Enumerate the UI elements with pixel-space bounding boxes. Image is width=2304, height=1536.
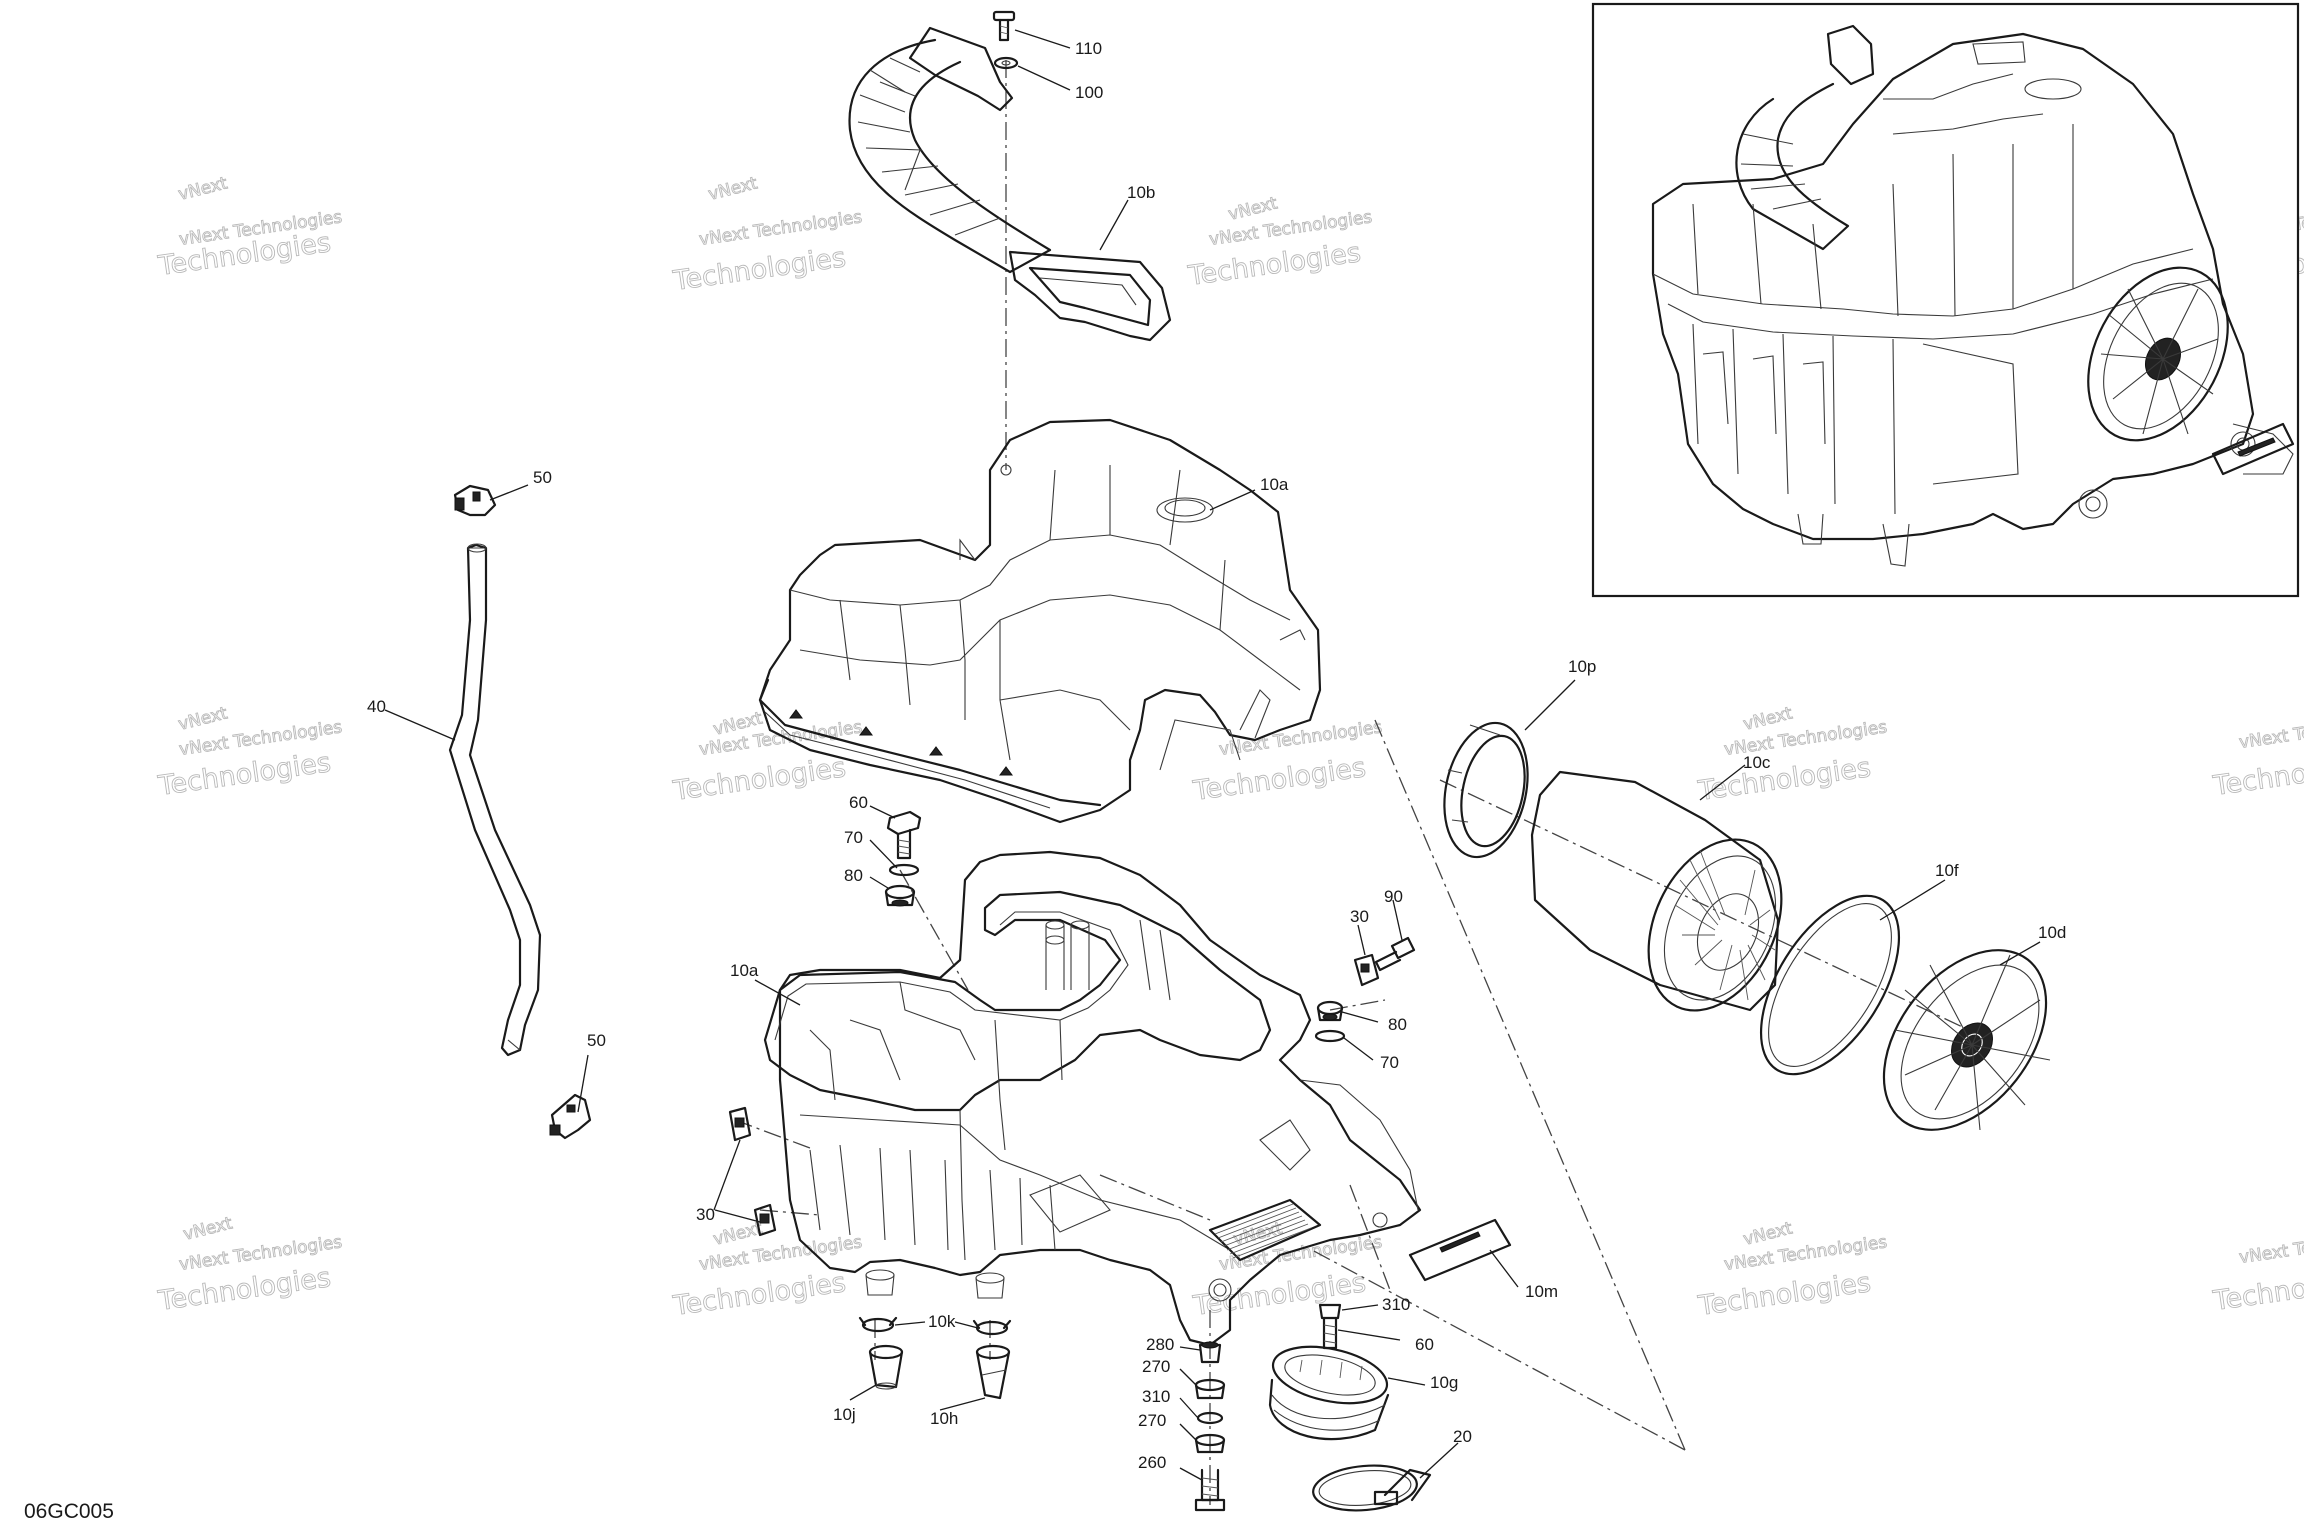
callout-30-left: 30 (696, 1205, 715, 1224)
watermark: vNext vNext Technologies Technologies (1695, 703, 1889, 808)
watermark: vNext Technologies Technologies (2210, 1225, 2304, 1318)
callout-80-left: 80 (844, 866, 863, 885)
clamp-10k-a (858, 1316, 898, 1333)
filter-seal-10p (1443, 721, 1529, 859)
watermark: vNext Technologies Technologies (1190, 717, 1384, 808)
leader-lines (384, 29, 2041, 1481)
screw-60-left (886, 810, 922, 860)
callout-100: 100 (1075, 83, 1103, 102)
svg-text:vNext: vNext (176, 173, 229, 205)
svg-text:Technologies: Technologies (2211, 1262, 2304, 1317)
hose-clamp-50-bottom (549, 1093, 592, 1140)
callout-70-left: 70 (844, 828, 863, 847)
callout-10d: 10d (2038, 923, 2066, 942)
svg-text:Technologies: Technologies (1191, 752, 1368, 807)
filter-cover-10d (1882, 949, 2051, 1131)
callout-40: 40 (367, 697, 386, 716)
svg-text:Technologies: Technologies (671, 1267, 848, 1322)
air-box-base-10a (763, 850, 1422, 1347)
svg-text:vNext: vNext (706, 173, 759, 205)
hose-clamp-50-top (453, 484, 497, 517)
svg-text:vNext: vNext (176, 703, 229, 735)
screw-110 (992, 10, 1016, 42)
svg-text:vNext: vNext (1226, 193, 1279, 225)
svg-text:vNext Technologies: vNext Technologies (2238, 710, 2304, 753)
drain-valve-10h (975, 1344, 1011, 1400)
callout-10c: 10c (1743, 753, 1771, 772)
callout-280: 280 (1146, 1335, 1174, 1354)
callout-50-bottom: 50 (587, 1031, 606, 1050)
svg-text:vNext: vNext (181, 1213, 234, 1245)
callout-10b: 10b (1127, 183, 1155, 202)
callout-80-right: 80 (1388, 1015, 1407, 1034)
callout-260: 260 (1138, 1453, 1166, 1472)
svg-text:Technologies: Technologies (1696, 1267, 1873, 1322)
callout-10g: 10g (1430, 1373, 1458, 1392)
watermark: vNext vNext Technologies Technologies (1185, 193, 1374, 293)
callout-10a-top: 10a (1260, 475, 1289, 494)
clip-30-left-a (728, 1106, 752, 1142)
svg-text:Technologies: Technologies (1696, 752, 1873, 807)
watermark: vNext vNext Technologies Technologies (155, 703, 344, 803)
drain-valve-10j (868, 1344, 904, 1390)
washer-70-left (888, 863, 920, 877)
svg-text:Technologies: Technologies (2211, 747, 2304, 802)
screw-60-right (1318, 1303, 1342, 1350)
callout-10p: 10p (1568, 657, 1596, 676)
callout-90: 90 (1384, 887, 1403, 906)
watermark: vNext vNext Technologies Technologies (155, 1213, 344, 1318)
assembled-view-inset (1591, 2, 2300, 598)
svg-text:Technologies: Technologies (1191, 1267, 1368, 1322)
svg-text:vNext: vNext (1741, 1218, 1794, 1250)
callout-50-top: 50 (533, 468, 552, 487)
hose-clamp-20 (1312, 1464, 1432, 1512)
callout-30-right: 30 (1350, 907, 1369, 926)
callout-60-right: 60 (1415, 1335, 1434, 1354)
grommet-80-left (884, 884, 916, 907)
svg-text:vNext Technologies: vNext Technologies (2238, 1225, 2304, 1268)
watermark: vNext vNext Technologies Technologies (1695, 1218, 1889, 1323)
callout-110: 110 (1075, 39, 1102, 58)
callout-10m: 10m (1525, 1282, 1558, 1301)
watermark: vNext Technologies Technologies (2210, 710, 2304, 803)
callout-10k: 10k (928, 1312, 956, 1331)
clamp-10k-b (972, 1319, 1012, 1336)
callout-10j: 10j (833, 1405, 856, 1424)
callout-20: 20 (1453, 1427, 1472, 1446)
clip-30-left-b (753, 1203, 777, 1237)
o-ring-10f (1759, 894, 1901, 1076)
drawing-code: 06GC005 (24, 1500, 114, 1523)
callout-60-left: 60 (849, 793, 868, 812)
intake-duct-10b (848, 26, 1172, 342)
callout-labels: 110 100 10b 10a 50 40 50 60 70 80 10a 90… (367, 39, 2066, 1472)
watermark: vNext vNext Technologies Technologies (670, 173, 864, 298)
washer-70-right (1314, 1029, 1346, 1043)
callout-310-b: 310 (1382, 1295, 1410, 1314)
svg-text:vNext: vNext (1741, 703, 1794, 735)
watermark: vNext vNext Technologies Technologies (1190, 1218, 1384, 1323)
throttle-adaptor-10g (1268, 1345, 1390, 1441)
svg-text:Technologies: Technologies (671, 242, 848, 297)
washer-100 (993, 56, 1019, 70)
callout-270-a: 270 (1142, 1357, 1170, 1376)
callout-10a-bottom: 10a (730, 961, 759, 980)
grommet-80-right (1316, 1000, 1344, 1022)
air-box-cover-10a (758, 418, 1322, 824)
callout-270-b: 270 (1138, 1411, 1166, 1430)
callout-70-right: 70 (1380, 1053, 1399, 1072)
air-filter-10c (1530, 770, 1783, 1012)
callout-10h: 10h (930, 1409, 958, 1428)
callout-310-a: 310 (1142, 1387, 1170, 1406)
watermark: vNext vNext Technologies Technologies (155, 173, 344, 283)
label-10m (1408, 1218, 1512, 1282)
svg-text:Technologies: Technologies (671, 752, 848, 807)
watermark: vNext vNext Technologies Technologies (670, 1218, 864, 1323)
clip-30-right (1353, 953, 1380, 987)
screw-90 (1374, 936, 1416, 972)
vent-hose-40 (448, 543, 542, 1057)
callout-10f: 10f (1935, 861, 1959, 880)
